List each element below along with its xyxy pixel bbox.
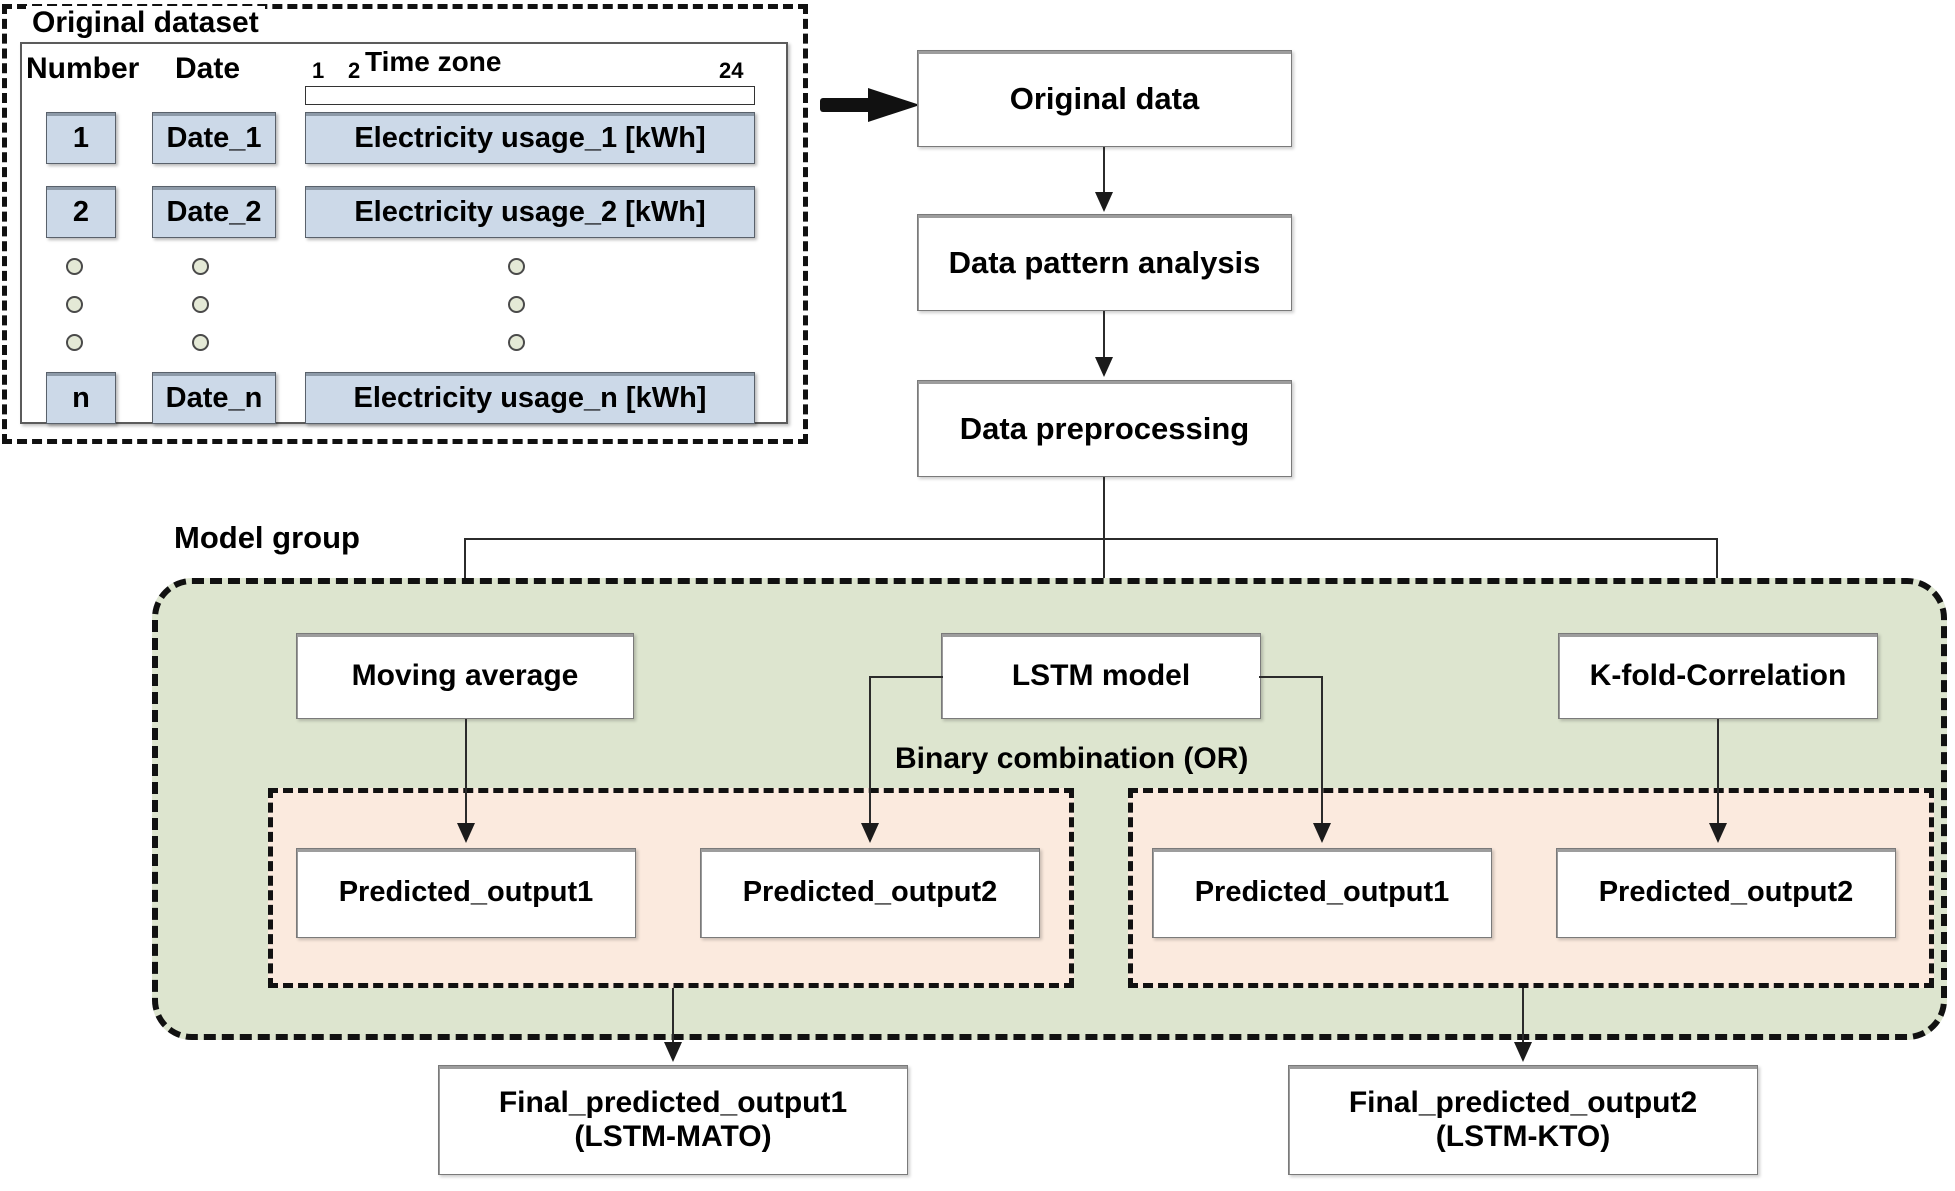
timezone-ruler-strip [305, 86, 755, 105]
column-header-number: Number [26, 52, 140, 85]
table-cell-usage: Electricity usage_2 [kWh] [305, 186, 755, 238]
ellipsis-dot [66, 258, 83, 275]
connector-arrowhead-icon [1095, 192, 1113, 212]
box-label: Data preprocessing [959, 410, 1250, 446]
branch-drop-line [1103, 538, 1105, 616]
cell-text: n [72, 381, 90, 414]
predicted-output-box[interactable]: Predicted_output2 [1556, 848, 1896, 938]
connector-line [869, 676, 943, 678]
connector-arrowhead-icon [1313, 823, 1331, 843]
connector-arrowhead-icon [457, 823, 475, 843]
predicted-output-box[interactable]: Predicted_output2 [700, 848, 1040, 938]
connector-line [1103, 311, 1105, 359]
box-label: LSTM model [1011, 658, 1191, 692]
table-cell-number: 2 [46, 186, 116, 238]
ellipsis-dot [192, 258, 209, 275]
timezone-tick-2: 2 [348, 58, 361, 83]
column-header-date: Date [175, 52, 241, 85]
lstm-model-box[interactable]: LSTM model [941, 633, 1261, 719]
connector-line [1717, 719, 1719, 825]
box-label: Data pattern analysis [948, 244, 1261, 280]
branch-bus-line [464, 538, 1716, 540]
final-output-line2: (LSTM-KTO) [1435, 1120, 1611, 1153]
cell-text: 2 [72, 195, 90, 228]
original-dataset-frame [2, 4, 808, 444]
box-label: Predicted_output1 [338, 876, 594, 909]
timezone-tick-24: 24 [719, 58, 744, 83]
connector-line [1522, 988, 1524, 1044]
table-cell-date: Date_n [152, 372, 276, 424]
ellipsis-dot [192, 334, 209, 351]
model-group-title: Model group [168, 520, 366, 556]
cell-text: Electricity usage_n [kWh] [353, 381, 707, 414]
connector-line [1321, 676, 1323, 825]
cell-text: Electricity usage_1 [kWh] [354, 121, 706, 154]
final-output-line1: Final_predicted_output1 [498, 1085, 848, 1119]
cell-text: Date_n [165, 381, 263, 414]
ellipsis-dot [66, 334, 83, 351]
table-cell-usage: Electricity usage_n [kWh] [305, 372, 755, 424]
ellipsis-dot [192, 296, 209, 313]
branch-drop-line [1716, 538, 1718, 616]
table-cell-usage: Electricity usage_1 [kWh] [305, 112, 755, 164]
table-cell-number: 1 [46, 112, 116, 164]
final-output-line1: Final_predicted_output2 [1348, 1085, 1698, 1119]
data-preprocessing-box[interactable]: Data preprocessing [917, 380, 1292, 477]
predicted-output-box[interactable]: Predicted_output1 [296, 848, 636, 938]
connector-line [1259, 676, 1323, 678]
cell-text: 1 [72, 121, 90, 154]
ellipsis-dot [66, 296, 83, 313]
table-cell-date: Date_2 [152, 186, 276, 238]
cell-text: Date_1 [166, 121, 262, 154]
cell-text: Date_2 [166, 195, 262, 228]
box-label: Moving average [351, 658, 579, 692]
dataset-to-original-arrow-icon [820, 88, 920, 122]
column-header-time-zone: Time zone [365, 46, 502, 77]
branch-stem-line [1103, 477, 1105, 539]
branch-drop-line [464, 538, 466, 616]
connector-arrowhead-icon [1709, 823, 1727, 843]
connector-arrowhead-icon [1095, 357, 1113, 377]
cell-text: Electricity usage_2 [kWh] [354, 195, 706, 228]
connector-arrowhead-icon [664, 1042, 682, 1062]
timezone-tick-1: 1 [312, 58, 325, 83]
moving-average-box[interactable]: Moving average [296, 633, 634, 719]
ellipsis-dot [508, 258, 525, 275]
connector-arrowhead-icon [861, 823, 879, 843]
original-dataset-title: Original dataset [26, 6, 265, 40]
final-output-line2: (LSTM-MATO) [574, 1120, 772, 1153]
predicted-output-box[interactable]: Predicted_output1 [1152, 848, 1492, 938]
final-predicted-output-box[interactable]: Final_predicted_output1 (LSTM-MATO) [438, 1065, 908, 1175]
connector-line [465, 719, 467, 825]
connector-line [1103, 147, 1105, 195]
ellipsis-dot [508, 334, 525, 351]
box-label: Predicted_output2 [742, 876, 998, 909]
binary-combination-label: Binary combination (OR) [895, 742, 1249, 775]
box-label: Predicted_output2 [1598, 876, 1854, 909]
connector-line [869, 676, 871, 825]
ellipsis-dot [508, 296, 525, 313]
box-label: Predicted_output1 [1194, 876, 1450, 909]
data-pattern-analysis-box[interactable]: Data pattern analysis [917, 214, 1292, 311]
box-label: Original data [1009, 80, 1200, 116]
connector-line [672, 988, 674, 1044]
box-label: K-fold-Correlation [1589, 658, 1847, 692]
final-predicted-output-box[interactable]: Final_predicted_output2 (LSTM-KTO) [1288, 1065, 1758, 1175]
table-cell-date: Date_1 [152, 112, 276, 164]
connector-arrowhead-icon [1514, 1042, 1532, 1062]
k-fold-correlation-box[interactable]: K-fold-Correlation [1558, 633, 1878, 719]
original-data-box[interactable]: Original data [917, 50, 1292, 147]
table-cell-number: n [46, 372, 116, 424]
